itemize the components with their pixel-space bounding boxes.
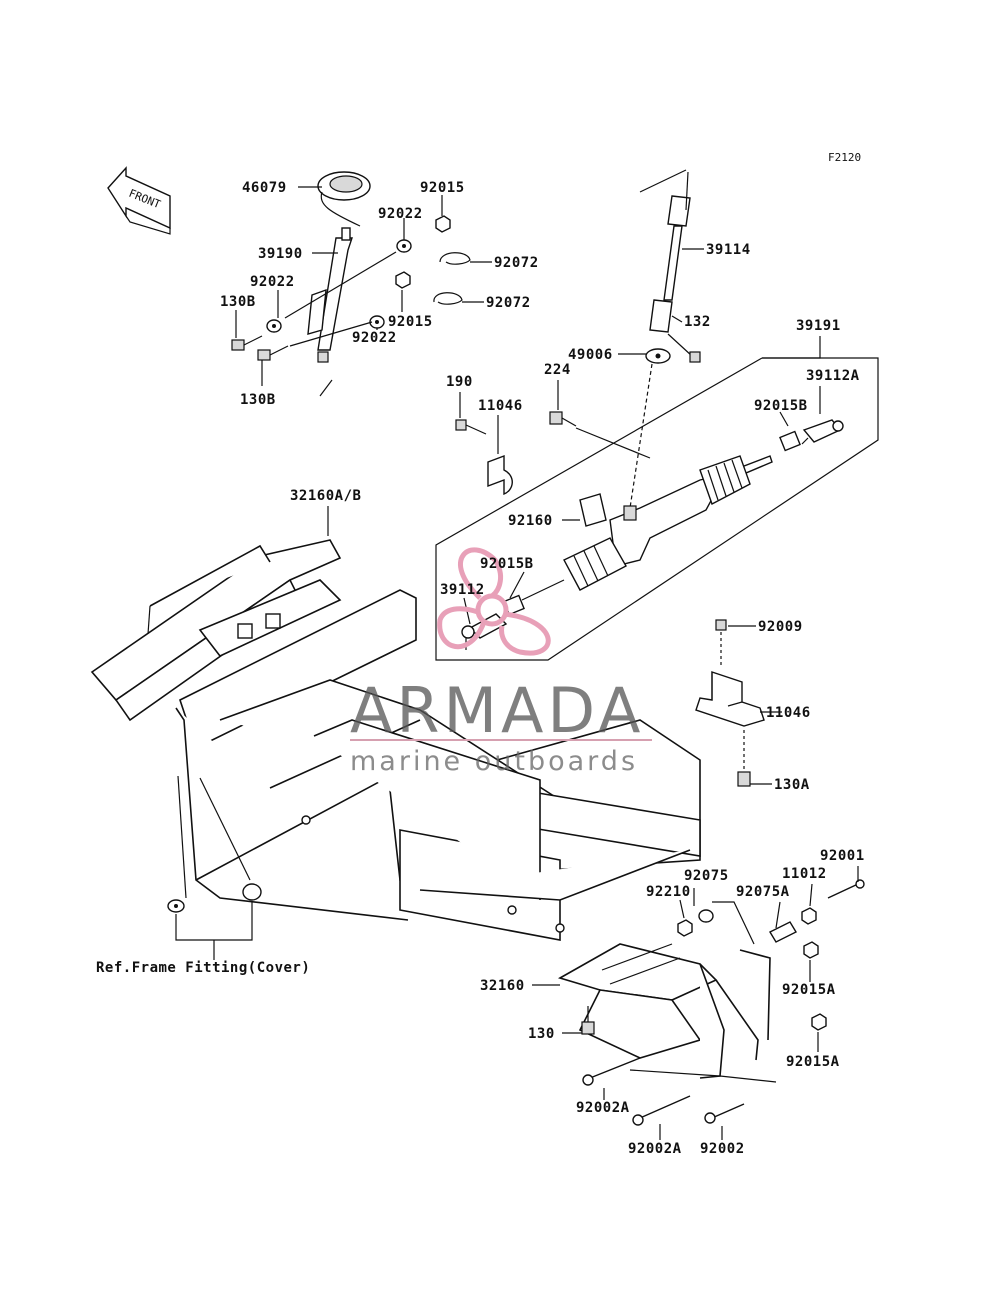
watermark-brand: ARMADA	[350, 674, 644, 747]
callout-92210: 92210	[646, 884, 691, 900]
steering-rack-part	[521, 455, 773, 601]
bolt-130	[581, 1021, 595, 1035]
callout-92009: 92009	[758, 619, 803, 635]
bolt-130b-upper	[231, 335, 263, 351]
callout-92015: 92015	[420, 180, 465, 196]
callout-39112: 39112	[440, 582, 485, 598]
bolt-130a	[737, 771, 751, 787]
bolt-190	[455, 419, 487, 435]
bolt-92002a-lower	[632, 1095, 691, 1126]
armada-watermark: ARMADA marine outboards	[350, 547, 652, 777]
callout-39190: 39190	[258, 246, 303, 262]
callout-92022: 92022	[378, 206, 423, 222]
bolt-92002a-upper	[582, 1057, 641, 1086]
front-arrow-icon: FRONT	[107, 166, 171, 235]
washer-92022-left	[266, 319, 282, 333]
callout-92072: 92072	[494, 255, 539, 271]
main-frame-part	[90, 506, 701, 941]
bolt-92002	[704, 1103, 745, 1124]
bracket-11046	[695, 671, 765, 727]
callout-11046: 11046	[766, 705, 811, 721]
callout-92022: 92022	[352, 330, 397, 346]
steering-shaft-part	[307, 227, 353, 363]
callout-130b: 130B	[220, 294, 256, 310]
steering-column-group	[231, 171, 492, 397]
bracket-group-right	[695, 619, 782, 787]
intermediate-shaft-group	[618, 169, 704, 509]
bushing-92075a	[769, 921, 797, 943]
callout-92015b: 92015B	[754, 398, 808, 414]
callout-92002: 92002	[700, 1141, 745, 1157]
callout-32160ab: 32160A/B	[290, 488, 361, 504]
callout-49006: 49006	[568, 347, 613, 363]
callout-130b: 130B	[240, 392, 276, 408]
reference-note: Ref.Frame Fitting(Cover)	[96, 960, 310, 976]
frame-fitting-cover-left	[167, 899, 185, 913]
callout-92075: 92075	[684, 868, 729, 884]
callout-92075a: 92075A	[736, 884, 790, 900]
washer-92022-upper	[396, 239, 412, 253]
callout-130a: 130A	[774, 777, 810, 793]
callout-92015a: 92015A	[786, 1054, 840, 1070]
washer-92022-lower	[369, 315, 385, 329]
collar-92075	[698, 909, 714, 923]
callout-92002a: 92002A	[576, 1100, 630, 1116]
frame-fitting-cover-right	[242, 883, 262, 901]
nut-92210	[677, 919, 693, 937]
clip-92072-lower	[433, 292, 463, 305]
callout-32160: 32160	[480, 978, 525, 994]
bolt-224	[549, 411, 577, 427]
bushing-92160	[579, 493, 607, 527]
callout-92022: 92022	[250, 274, 295, 290]
steering-cover-part	[317, 171, 371, 227]
nut-11012	[801, 907, 817, 925]
callout-92001: 92001	[820, 848, 865, 864]
callout-46079: 46079	[242, 180, 287, 196]
callout-92160: 92160	[508, 513, 553, 529]
sub-frame-part	[532, 866, 865, 1140]
bolt-92001	[827, 879, 865, 899]
callout-224: 224	[544, 362, 571, 378]
nut-92015a-upper	[803, 941, 819, 959]
nut-92015-upper	[435, 215, 451, 233]
tie-rod-end-right	[779, 419, 844, 452]
callout-92015: 92015	[388, 314, 433, 330]
callout-92002a: 92002A	[628, 1141, 682, 1157]
clamp-11046	[487, 454, 513, 496]
watermark-tagline: marine outboards	[350, 746, 638, 777]
figure-code: F2120	[828, 151, 861, 164]
callout-130: 130	[528, 1026, 555, 1042]
callout-92072: 92072	[486, 295, 531, 311]
bolt-92009	[715, 619, 727, 631]
callout-11012: 11012	[782, 866, 827, 882]
propeller-logo-icon	[437, 547, 551, 656]
callout-92015a: 92015A	[782, 982, 836, 998]
nut-92015-lower	[395, 271, 411, 289]
bolt-130b-lower	[257, 345, 289, 361]
callout-39114: 39114	[706, 242, 751, 258]
callout-11046: 11046	[478, 398, 523, 414]
bolt-132	[667, 333, 701, 363]
callout-132: 132	[684, 314, 711, 330]
nut-92015a-lower	[811, 1013, 827, 1031]
callout-39112a: 39112A	[806, 368, 860, 384]
callout-92015b: 92015B	[480, 556, 534, 572]
callout-39191: 39191	[796, 318, 841, 334]
callout-190: 190	[446, 374, 473, 390]
washer-49006	[645, 348, 671, 364]
steering-rack-group	[435, 336, 879, 661]
clip-92072-upper	[439, 252, 471, 265]
